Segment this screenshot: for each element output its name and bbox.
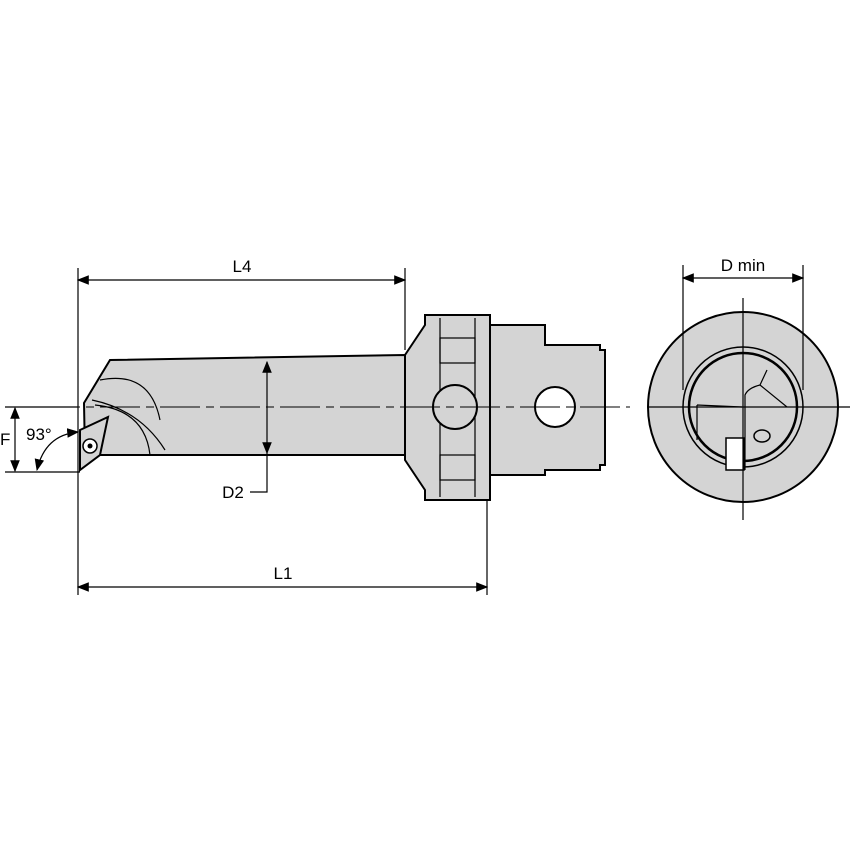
f-label: F xyxy=(0,430,10,449)
end-view: D min xyxy=(647,256,850,520)
l1-label: L1 xyxy=(274,564,293,583)
dimensions: L4 L1 D2 F 93° xyxy=(0,257,489,595)
angle-label: 93° xyxy=(26,425,52,444)
d-min-label: D min xyxy=(721,256,765,275)
boring-bar xyxy=(82,353,406,456)
l4-label: L4 xyxy=(233,257,252,276)
d2-label: D2 xyxy=(222,483,244,502)
side-view xyxy=(40,314,630,501)
